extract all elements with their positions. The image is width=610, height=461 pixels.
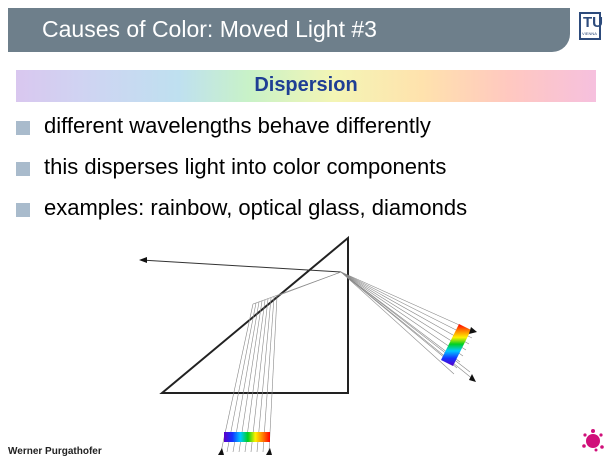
- footer-author: Werner Purgathofer: [8, 446, 102, 457]
- splash-logo-icon: [582, 426, 604, 452]
- arrow-head: [139, 257, 147, 263]
- arrow-head: [469, 327, 477, 334]
- right-spectrum: [441, 324, 471, 366]
- arrow-head: [218, 448, 224, 455]
- arrow-head: [469, 374, 476, 382]
- prism: [162, 238, 348, 393]
- incoming-ray: [141, 260, 341, 272]
- bottom-spectrum: [224, 432, 270, 442]
- bottom-ray-fan: [221, 272, 341, 452]
- right-ray-fan: [341, 272, 475, 380]
